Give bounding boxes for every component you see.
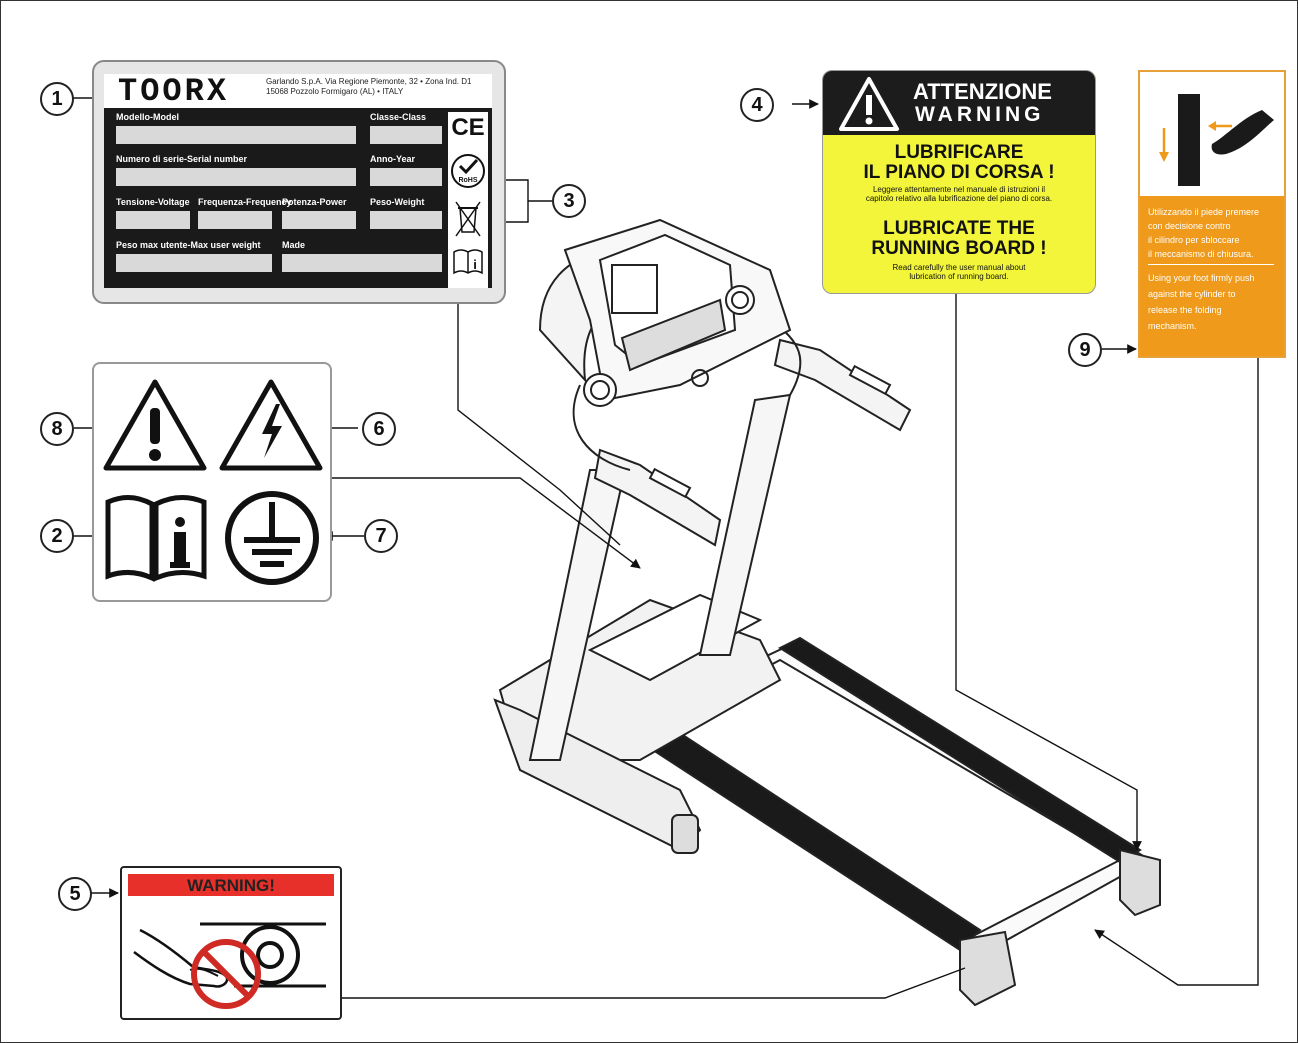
field-box-serial bbox=[116, 168, 356, 186]
no-hands-roller-icon bbox=[133, 922, 326, 1009]
electric-hazard-icon bbox=[219, 379, 323, 471]
folding-mechanism-label: Utilizzando il piede premere con decisio… bbox=[1138, 70, 1286, 358]
rating-plate: TOORX Garlando S.p.A. Via Regione Piemon… bbox=[92, 60, 506, 304]
body-english-2: lubrication of running board. bbox=[909, 272, 1009, 281]
field-label-serial: Numero di serie-Serial number bbox=[116, 154, 248, 164]
warning-triangle-icon bbox=[839, 77, 899, 131]
body-italian-2: capitolo relativo alla lubrificazione de… bbox=[865, 194, 1053, 203]
field-box-model bbox=[116, 126, 356, 144]
callout-4: 4 bbox=[740, 88, 774, 122]
title-english-1: LUBRICATE THE bbox=[883, 218, 1035, 239]
field-box-frequency bbox=[198, 211, 272, 229]
body-italian-1: Leggere attentamente nel manuale di istr… bbox=[872, 185, 1046, 194]
field-label-made: Made bbox=[282, 240, 306, 250]
warning-triangle-icon bbox=[103, 379, 207, 471]
svg-text:i: i bbox=[473, 257, 477, 272]
manufacturer-address: Garlando S.p.A. Via Regione Piemonte, 32… bbox=[266, 77, 490, 97]
address-line-1: Garlando S.p.A. Via Regione Piemonte, 32… bbox=[266, 77, 472, 86]
rating-plate-header: TOORX Garlando S.p.A. Via Regione Piemon… bbox=[104, 73, 492, 110]
warning-band: WARNING! bbox=[128, 874, 334, 896]
field-label-class: Classe-Class bbox=[370, 112, 427, 122]
callout-8: 8 bbox=[40, 412, 74, 446]
address-line-2: 15068 Pozzolo Formigaro (AL) • ITALY bbox=[266, 87, 404, 96]
field-label-power: Potenza-Power bbox=[282, 197, 347, 207]
field-box-year bbox=[370, 168, 442, 186]
field-box-class bbox=[370, 126, 442, 144]
foot-push-icon bbox=[1159, 94, 1274, 186]
instruction-it-3: il cilindro per sbloccare bbox=[1148, 235, 1240, 245]
instruction-en-3: release the folding bbox=[1148, 305, 1222, 315]
body-english-1: Read carefully the user manual about bbox=[892, 263, 1026, 272]
callout-1: 1 bbox=[40, 82, 74, 116]
brand-logo: TOORX bbox=[118, 73, 230, 110]
warning-header: WARNING! bbox=[187, 876, 275, 895]
protective-earth-icon bbox=[225, 491, 319, 585]
field-box-voltage bbox=[116, 211, 190, 229]
field-label-model: Modello-Model bbox=[116, 112, 179, 122]
safety-symbols-panel bbox=[92, 362, 332, 602]
title-italian-2: IL PIANO DI CORSA ! bbox=[863, 162, 1055, 183]
field-label-frequency: Frequenza-Frequency bbox=[198, 197, 292, 207]
rating-plate-body: TOORX Garlando S.p.A. Via Regione Piemon… bbox=[104, 74, 492, 288]
instruction-en-4: mechanism. bbox=[1148, 321, 1197, 331]
field-box-max-user-weight bbox=[116, 254, 272, 272]
weee-bin-icon bbox=[455, 201, 481, 237]
field-label-voltage: Tensione-Voltage bbox=[116, 197, 190, 207]
header-english: WARNING bbox=[915, 103, 1045, 126]
callout-3: 3 bbox=[552, 184, 586, 218]
title-english-2: RUNNING BOARD ! bbox=[871, 238, 1047, 259]
instruction-it-1: Utilizzando il piede premere bbox=[1148, 207, 1260, 217]
callout-6: 6 bbox=[362, 412, 396, 446]
instruction-it-2: con decisione contro bbox=[1148, 221, 1231, 231]
read-manual-icon bbox=[105, 495, 207, 582]
field-label-weight: Peso-Weight bbox=[370, 197, 425, 207]
hand-crush-warning-label: WARNING! bbox=[120, 866, 342, 1020]
field-box-made bbox=[282, 254, 442, 272]
field-label-max-user-weight: Peso max utente-Max user weight bbox=[116, 240, 261, 250]
title-italian-1: LUBRIFICARE bbox=[894, 142, 1024, 163]
callout-2: 2 bbox=[40, 519, 74, 553]
folding-instructions: Utilizzando il piede premere con decisio… bbox=[1140, 196, 1284, 356]
instruction-en-2: against the cylinder to bbox=[1148, 289, 1236, 299]
callout-9: 9 bbox=[1068, 333, 1102, 367]
warning-header: ATTENZIONE WARNING bbox=[823, 71, 1095, 135]
divider bbox=[1148, 264, 1274, 265]
field-label-year: Anno-Year bbox=[370, 154, 416, 164]
callout-5: 5 bbox=[58, 877, 92, 911]
field-box-weight bbox=[370, 211, 442, 229]
header-italian: ATTENZIONE bbox=[913, 79, 1052, 104]
callout-7: 7 bbox=[364, 519, 398, 553]
field-box-power bbox=[282, 211, 356, 229]
lubrication-warning-label: ATTENZIONE WARNING LUBRIFICARE IL PIANO … bbox=[822, 70, 1096, 294]
plate-marks-column: CE RoHS i bbox=[448, 112, 488, 288]
instruction-it-4: il meccanismo di chiusura. bbox=[1148, 249, 1254, 259]
instruction-en-1: Using your foot firmly push bbox=[1148, 273, 1255, 283]
ce-mark-icon: CE bbox=[451, 114, 485, 141]
rohs-text: RoHS bbox=[458, 177, 477, 184]
rohs-icon: RoHS bbox=[451, 154, 485, 188]
treadmill-illustration bbox=[493, 218, 1161, 1007]
manual-info-icon: i bbox=[453, 249, 483, 275]
